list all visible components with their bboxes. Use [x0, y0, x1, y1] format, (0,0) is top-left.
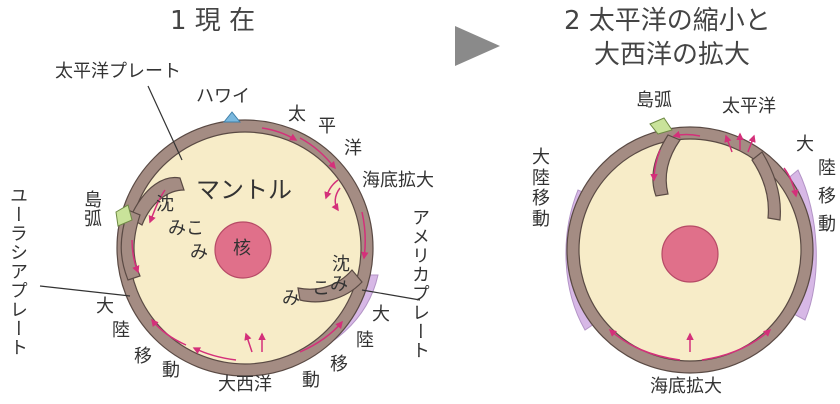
arrow-west-slab: [148, 189, 166, 224]
left-core: [214, 221, 272, 279]
arrow-pacific-up-2: [724, 134, 733, 153]
left-island-arc-label: 島弧: [81, 190, 102, 228]
right-continent-w-1: 大: [532, 147, 550, 168]
right-continent-w-2: 陸: [532, 167, 550, 189]
right-crust-outline-inner: [578, 138, 802, 362]
right-continent-e-2: 陸: [818, 158, 836, 179]
right-continent-e-4: 動: [818, 214, 836, 235]
arrow-pacific-west: [672, 130, 701, 139]
progression-arrow-icon: [455, 26, 500, 66]
arrow-atlantic-east: [299, 320, 343, 353]
arrow-east-slab-down: [783, 167, 799, 198]
arrow-atlantic-west: [608, 329, 681, 361]
left-continent-w-4: 動: [162, 360, 180, 381]
left-continent-w-3: 移: [134, 346, 152, 367]
arrow-spread-1: [324, 179, 339, 200]
right-continent-e-3: 移: [818, 186, 836, 207]
left-continent-e-1: 大: [372, 304, 390, 325]
subduction-east-3: こ: [312, 278, 330, 299]
mantle-label: マントル: [196, 176, 292, 204]
hawaii-island: [222, 111, 242, 123]
pacific-label-3: 洋: [344, 138, 362, 159]
subduction-east-4: み: [282, 288, 300, 309]
right-crust: [567, 127, 813, 373]
right-title-line1: 2 太平洋の縮小と: [564, 6, 771, 36]
arrow-pacific-flow-1: [299, 137, 336, 170]
right-island-arc-label: 島弧: [636, 90, 672, 111]
subduction-west-2: みこ: [168, 218, 204, 239]
right-arrows: [608, 130, 799, 361]
arrow-atlantic-west: [151, 318, 187, 346]
arrow-west-down: [131, 239, 140, 274]
right-continent-w-4: 動: [532, 209, 550, 231]
arrow-west-slab-down: [650, 149, 661, 182]
hawaii-label: ハワイ: [196, 86, 250, 107]
pacific-label-2: 平: [318, 116, 336, 137]
subduction-east-2: み: [330, 274, 348, 295]
right-continent-e-1: 大: [796, 134, 814, 155]
left-core-label: 核: [233, 238, 251, 259]
arrow-pacific-up-3: [747, 134, 756, 153]
left-title: 1 現 在: [170, 6, 256, 36]
left-continent-e-3: 移: [330, 354, 348, 375]
left-seafloor-label: 海底拡大: [362, 170, 434, 191]
right-seafloor-label: 海底拡大: [650, 376, 722, 397]
right-continent-west: 大 陸 移 動: [532, 147, 550, 231]
left-earth: [115, 111, 379, 377]
right-slab-east: [751, 151, 781, 221]
arrow-atlantic-up-2: [244, 332, 253, 353]
left-slab-west: [129, 176, 185, 226]
right-pacific-label: 太平洋: [722, 96, 776, 117]
arrow-spread-2: [331, 187, 341, 212]
pacific-label-1: 太: [288, 104, 306, 125]
right-continent-w-3: 移: [532, 188, 550, 210]
right-core: [661, 225, 719, 283]
left-arrows: [131, 127, 369, 361]
atlantic-label: 大西洋: [218, 374, 272, 395]
left-slab-east: [297, 269, 363, 303]
arrow-east-down: [361, 211, 369, 260]
left-continent-w-1: 大: [96, 296, 114, 317]
american-plate-label: アメリカプレート: [409, 208, 430, 360]
arrow-atlantic-east: [701, 329, 772, 361]
left-continent-w-2: 陸: [112, 320, 130, 341]
leader-eurasian-plate: [39, 285, 131, 297]
left-continent-e-2: 陸: [356, 330, 374, 351]
right-title-line2: 大西洋の拡大: [594, 40, 751, 70]
subduction-east-1: 沈: [332, 254, 350, 275]
arrow-pacific-flow-2: [261, 127, 298, 141]
subduction-west-3: み: [190, 242, 208, 263]
arrow-atlantic-west-2: [192, 347, 237, 361]
right-earth: [565, 117, 817, 374]
leader-pacific-plate: [147, 85, 183, 161]
eurasian-plate-label: ユーラシアプレート: [7, 186, 28, 357]
left-crust-outline-outer: [116, 119, 374, 377]
pacific-plate-label: 太平洋プレート: [55, 61, 181, 82]
subduction-west-1: 沈: [156, 194, 174, 215]
left-continent-e-4: 動: [302, 370, 320, 391]
right-island-arc: [649, 117, 673, 135]
left-island-arc: [115, 204, 133, 227]
right-crust-outline-outer: [566, 126, 814, 374]
leader-american-plate: [361, 289, 421, 301]
